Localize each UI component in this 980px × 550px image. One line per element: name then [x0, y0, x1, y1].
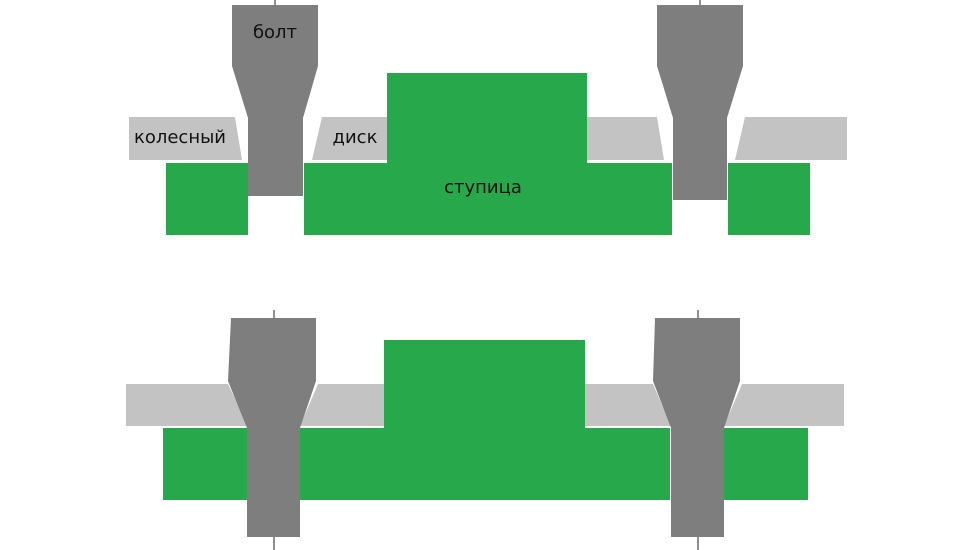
bolt-label: болт	[253, 22, 297, 43]
hub-raised-bottom	[384, 340, 585, 430]
wheel-disk-top	[129, 117, 847, 160]
top-assembly: болт колесный диск ступица	[129, 0, 847, 235]
bolt-right-bottom	[653, 318, 740, 537]
hub-top	[166, 73, 810, 235]
bolts-bottom	[228, 318, 740, 537]
bolts-top	[232, 5, 743, 200]
disk-segment-right-outer-top	[735, 117, 847, 160]
hub-center-bottom	[299, 428, 670, 500]
disk-segment-right-outer-bottom	[724, 384, 844, 426]
bottom-assembly	[126, 310, 844, 550]
disk-segment-right-inner-bottom	[585, 384, 671, 426]
hub-left-lug-top	[166, 163, 248, 235]
wheel-disk-bottom	[126, 384, 844, 426]
bolt-left-bottom	[228, 318, 316, 537]
disk-segment-mid-top	[312, 117, 387, 160]
wheel-disk-label-word2: диск	[333, 127, 378, 148]
hub-label: ступица	[444, 177, 522, 198]
hub-bottom	[163, 340, 808, 500]
disk-segment-right-inner-top	[587, 117, 664, 160]
bolt-left-top	[232, 5, 318, 196]
hub-right-lug-top	[728, 163, 810, 235]
disk-segment-left-bottom	[126, 384, 248, 426]
hub-right-lug-bottom	[724, 428, 808, 500]
hub-raised-top	[387, 73, 587, 165]
bolt-right-top	[657, 5, 743, 200]
disk-segment-left-top	[129, 117, 242, 160]
hub-left-lug-bottom	[163, 428, 247, 500]
wheel-disk-label-word1: колесный	[134, 127, 226, 148]
hub-center-top	[304, 163, 672, 235]
disk-segment-mid-bottom	[300, 384, 384, 426]
